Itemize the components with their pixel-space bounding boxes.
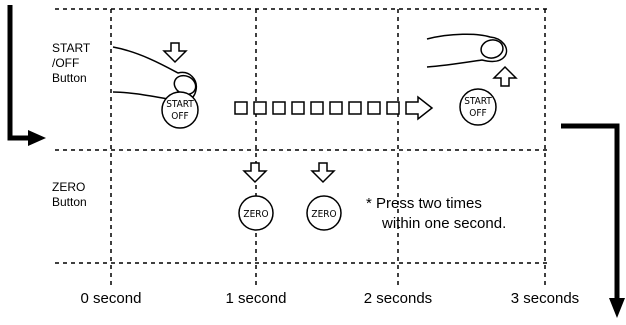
- zero-button-first: ZERO: [238, 195, 274, 231]
- finger-release-icon: [426, 33, 508, 68]
- svg-text:START: START: [464, 96, 492, 107]
- zero-row-label: ZERO Button: [52, 180, 89, 209]
- zero-press-arrow-1-icon: [242, 162, 268, 184]
- start-off-row-label: START /OFF Button: [52, 41, 93, 85]
- time-label-2s: 2 seconds: [364, 290, 432, 307]
- time-label-1s: 1 second: [226, 290, 287, 307]
- svg-text:ZERO: ZERO: [243, 209, 268, 220]
- flow-in-arrow-icon: [7, 5, 46, 146]
- zero-press-arrow-2-icon: [310, 162, 336, 184]
- hold-progress-arrow-icon: [234, 95, 434, 121]
- flow-out-arrow-icon: [561, 123, 625, 318]
- svg-text:START: START: [166, 99, 194, 110]
- start-off-button-0s: START OFF: [161, 91, 199, 129]
- press-twice-note: * Press two times within one second.: [366, 195, 506, 232]
- timing-grid: [55, 8, 548, 285]
- press-arrow-icon: [162, 42, 188, 64]
- finger-icon: [112, 46, 198, 103]
- svg-text:OFF: OFF: [469, 108, 486, 119]
- svg-text:ZERO: ZERO: [311, 209, 336, 220]
- time-label-3s: 3 seconds: [511, 290, 579, 307]
- start-off-button-3s: START OFF: [459, 88, 497, 126]
- zero-button-second: ZERO: [306, 195, 342, 231]
- svg-text:OFF: OFF: [171, 111, 188, 122]
- time-label-0s: 0 second: [81, 290, 142, 307]
- release-arrow-icon: [492, 65, 518, 87]
